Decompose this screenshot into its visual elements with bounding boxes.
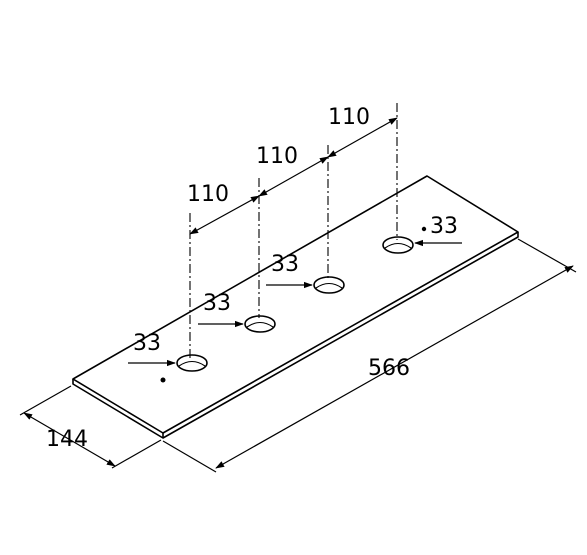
hole-2 [244,315,276,333]
hole-1-label: 33 [133,331,161,356]
width-label: 144 [46,427,88,452]
spacing-label-1: 110 [187,182,229,207]
hole-2-label: 33 [203,291,231,316]
length-label: 566 [368,356,410,381]
width-ext-line-1 [19,385,72,416]
length-dim-line [215,265,574,469]
hole-3 [313,276,345,294]
hole-1 [176,354,208,372]
length-ext-line-1 [162,440,217,473]
plate-mark-dot [160,377,166,383]
spacing-dimensions: 110 110 110 [187,105,398,235]
length-ext-line-2 [517,238,577,273]
plate-mark-dot-2 [421,226,427,232]
hole-4 [382,236,414,254]
width-dimension: 144 [19,385,162,469]
spacing-label-3: 110 [328,105,370,130]
hole-diameter-callouts: 33 33 33 33 [128,214,462,367]
center-lines [189,103,398,358]
spacing-label-2: 110 [256,144,298,169]
length-dimension: 566 [162,238,577,473]
spacing-dim-line-1 [189,195,260,235]
width-dim-line [23,412,116,467]
width-ext-line-2 [111,439,162,469]
hole-3-label: 33 [271,252,299,277]
plate [72,175,519,439]
spacing-dim-line-3 [327,117,398,158]
spacing-dim-line-2 [258,156,329,197]
hole-4-label: 33 [430,214,458,239]
